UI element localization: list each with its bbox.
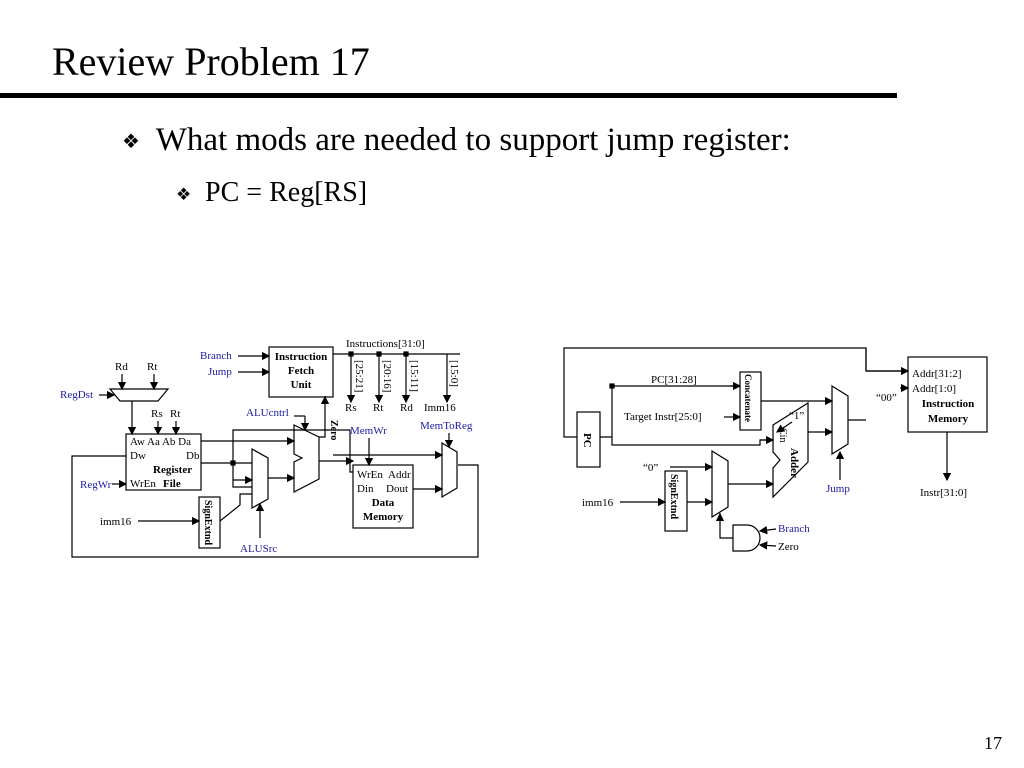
ifu-label-3: Unit <box>291 379 312 391</box>
rf-db-label: Db <box>186 450 200 462</box>
alusrc-mux <box>251 447 269 510</box>
dm-addr-label: Addr <box>388 469 411 481</box>
branch-label: Branch <box>200 350 232 362</box>
alu <box>293 424 320 493</box>
zero-literal-label: “0” <box>643 462 658 474</box>
field-15-11: [15:11] <box>408 360 420 392</box>
dm-memory-label: Memory <box>363 511 404 523</box>
branch-mux <box>711 449 729 519</box>
imm16-label: Imm16 <box>424 402 456 414</box>
jump-label-right: Jump <box>826 483 850 495</box>
dm-din-label: Din <box>357 483 374 495</box>
diamond-bullet-icon: ❖ <box>176 184 192 204</box>
diamond-bullet-icon: ❖ <box>122 131 140 154</box>
rf-rt-label: Rt <box>170 408 180 420</box>
rf-register-label: Register <box>153 464 192 476</box>
mux-rt-label: Rt <box>147 361 157 373</box>
rf-file-label: File <box>163 478 181 490</box>
data-memory <box>352 464 414 529</box>
zero-label-right: Zero <box>778 541 799 553</box>
target-instr-label: Target Instr[25:0] <box>624 411 702 423</box>
im-label-2: Memory <box>928 413 969 425</box>
dm-dout-label: Dout <box>386 483 408 495</box>
double-zero-label: “00” <box>876 392 897 404</box>
memtoreg-mux <box>441 441 458 499</box>
page-number: 17 <box>984 733 1002 753</box>
imm16-fetch-label: imm16 <box>582 497 614 509</box>
rd-label: Rd <box>400 402 413 414</box>
title-underline <box>0 93 897 98</box>
imm16-lower-label: imm16 <box>100 516 132 528</box>
memtoreg-label: MemToReg <box>420 420 473 432</box>
bullet-1-text: What mods are needed to support jump reg… <box>155 122 791 158</box>
memwr-label: MemWr <box>350 425 387 437</box>
jump-mux <box>831 384 849 456</box>
register-file <box>125 433 202 491</box>
pc3128-label: PC[31:28] <box>651 374 697 386</box>
ifu-label-2: Fetch <box>288 365 314 377</box>
concatenate-label: Concatenate <box>743 374 753 422</box>
im-label-1: Instruction <box>922 398 975 410</box>
bullet-2: ❖ PC = Reg[RS] <box>176 174 367 214</box>
pc-register <box>576 411 601 468</box>
field-15-0: [15:0] <box>448 360 460 387</box>
regwr-label: RegWr <box>80 479 112 491</box>
signextnd-fetch-label: SignExtnd <box>668 474 679 519</box>
mux-rd-label: Rd <box>115 361 128 373</box>
addr312-label: Addr[31:2] <box>912 368 962 380</box>
rt-label: Rt <box>373 402 383 414</box>
datapath-diagram: Instruction Fetch Unit Branch Jump Instr… <box>60 338 479 558</box>
one-label: “1” <box>789 410 804 422</box>
dm-wren-label: WrEn <box>357 469 383 481</box>
aluctrl-label: ALUcntrl <box>246 407 289 419</box>
rs-label: Rs <box>345 402 357 414</box>
fetch-unit-diagram: PC Concatenate PC[31:28] Target Instr[25… <box>563 347 988 553</box>
instr-label: Instr[31:0] <box>920 487 967 499</box>
field-25-21: [25:21] <box>353 360 365 392</box>
bullet-1: ❖ What mods are needed to support jump re… <box>122 119 791 163</box>
ifu-label-1: Instruction <box>275 351 328 363</box>
rf-wren-label: WrEn <box>130 478 156 490</box>
dm-data-label: Data <box>372 497 395 509</box>
addr10-label: Addr[1:0] <box>912 383 956 395</box>
rf-dw-label: Dw <box>130 450 146 462</box>
branch-label-right: Branch <box>778 523 810 535</box>
cin-label: Cin <box>777 428 788 442</box>
pc-label: PC <box>581 433 593 448</box>
field-20-16: [20:16] <box>381 360 393 392</box>
alusrc-label: ALUSrc <box>240 543 277 555</box>
instructions-label: Instructions[31:0] <box>346 338 425 350</box>
and-gate <box>732 524 761 552</box>
rf-rs-label: Rs <box>151 408 163 420</box>
zero-label: Zero <box>328 420 339 440</box>
adder-label: Adder <box>788 448 800 478</box>
regdst-label: RegDst <box>60 389 93 401</box>
jump-label: Jump <box>208 366 232 378</box>
regdst-mux <box>108 388 170 402</box>
signextnd-label: SignExtnd <box>202 500 213 545</box>
rf-ports-label: Aw Aa Ab Da <box>130 436 191 448</box>
slide-title: Review Problem 17 <box>52 39 370 84</box>
bullet-2-text: PC = Reg[RS] <box>205 177 368 208</box>
